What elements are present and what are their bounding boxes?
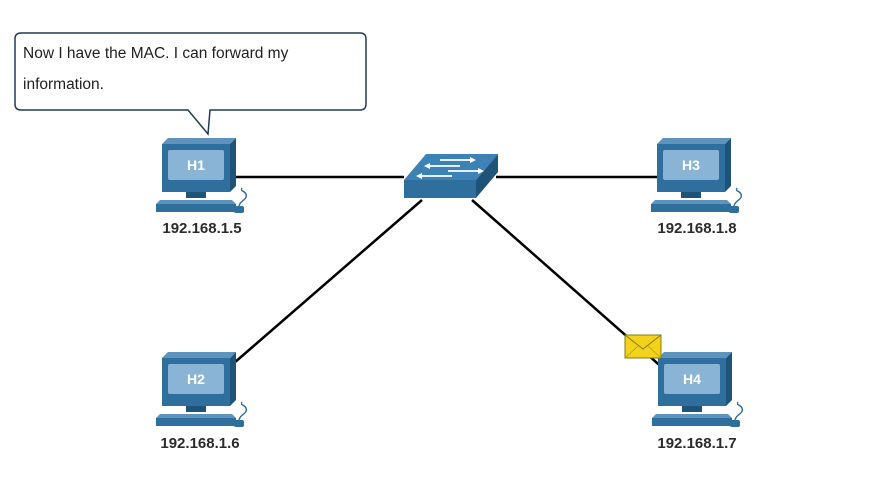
speech-bubble: Now I have the MAC. I can forward my inf… — [14, 32, 367, 136]
host-h2-ip: 192.168.1.6 — [160, 435, 239, 452]
host-h3-name: H3 — [682, 157, 700, 173]
speech-bubble-line1: Now I have the MAC. I can forward my — [23, 45, 289, 62]
network-links — [233, 175, 666, 371]
host-h2-name: H2 — [187, 371, 205, 387]
envelope-icon — [624, 334, 662, 359]
pc-icon — [155, 137, 248, 214]
link-switch-h2 — [233, 199, 423, 364]
pc-icon — [155, 351, 248, 428]
host-h2[interactable]: H2 — [155, 351, 248, 428]
host-h1-ip: 192.168.1.5 — [162, 220, 241, 237]
host-h3[interactable]: H3 — [650, 137, 743, 214]
speech-bubble-line2: information. — [23, 76, 104, 93]
pc-icon — [650, 137, 743, 214]
switch-icon[interactable] — [404, 154, 498, 198]
host-h1-name: H1 — [187, 157, 205, 173]
host-h3-ip: 192.168.1.8 — [657, 220, 736, 237]
host-h4-name: H4 — [683, 371, 701, 387]
pc-icon — [651, 351, 744, 428]
host-h1[interactable]: H1 — [155, 137, 248, 214]
host-h4[interactable]: H4 — [651, 351, 744, 428]
host-h4-ip: 192.168.1.7 — [657, 435, 736, 452]
